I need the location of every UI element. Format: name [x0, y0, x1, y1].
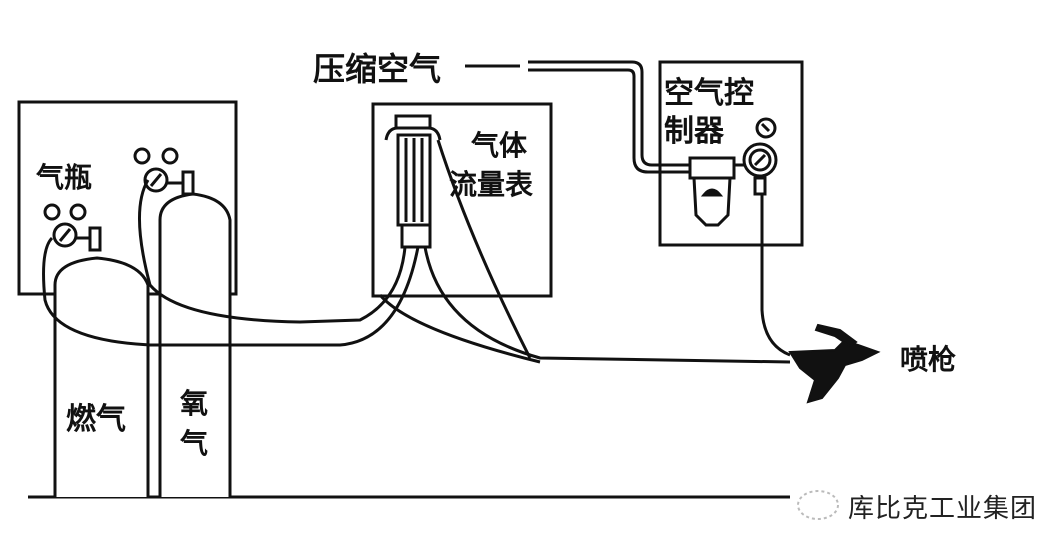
gas-flowmeter-label-line2: 流量表	[449, 168, 534, 201]
compressed-air-pipe	[465, 60, 690, 174]
oxygen-label-line1: 氧	[180, 387, 209, 420]
wechat-watermark-icon	[797, 490, 839, 520]
spray-gun-label: 喷枪	[900, 343, 957, 376]
oxygen-regulator-icon	[133, 147, 195, 196]
flowmeter-device-icon	[384, 114, 442, 249]
flowmeter-panel-box	[371, 102, 553, 298]
hoses	[42, 139, 791, 364]
air-controller-panel-box	[658, 60, 804, 247]
fuel-regulator-icon	[43, 203, 102, 252]
compressed-air-label: 压缩空气	[313, 50, 442, 88]
watermark-text: 库比克工业集团	[848, 494, 1038, 524]
spray-gun-icon	[788, 323, 881, 404]
oxygen-label-line2: 气	[180, 427, 209, 460]
air-controller-label-line2: 制器	[664, 114, 724, 149]
gas-flowmeter-label-line1: 气体	[471, 129, 528, 162]
air-controller-label-line1: 空气控	[664, 76, 754, 111]
fuel-gas-label: 燃气	[66, 402, 126, 437]
pressure-gauge-icon	[734, 117, 778, 196]
gas-cylinders-label: 气瓶	[36, 161, 93, 194]
air-filter-icon	[688, 156, 736, 227]
fuel-gas-cylinder	[53, 256, 150, 497]
